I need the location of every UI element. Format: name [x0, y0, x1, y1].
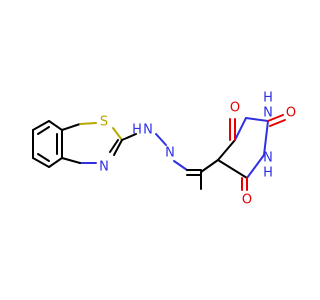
bond	[79, 122, 97, 125]
bond	[200, 159, 219, 173]
bond	[121, 133, 137, 141]
molecule-canvas: S N H N N O O O H N N H	[32, 90, 297, 208]
bond	[32, 120, 50, 131]
pyrimidinetrione-ring	[200, 117, 269, 179]
bond	[61, 157, 81, 164]
atom-n-top: N	[263, 106, 273, 121]
bond	[217, 139, 236, 161]
bond	[109, 139, 119, 153]
atom-o-top: O	[230, 101, 240, 116]
bond	[234, 117, 247, 141]
carbonyl-right-bond	[269, 119, 286, 127]
bond	[155, 133, 167, 146]
atom-o-right: O	[286, 106, 296, 121]
bond	[48, 120, 63, 131]
atom-h-hydrazone: H	[132, 123, 142, 138]
thiazole-ring	[61, 122, 123, 164]
molecule-structure: S N H N N O O O H N N H	[32, 91, 296, 208]
atom-n-imine: N	[165, 146, 175, 161]
benzene-ring	[32, 120, 63, 168]
bond	[263, 120, 269, 156]
bond	[113, 139, 123, 156]
atom-n-hydrazone: N	[143, 123, 153, 138]
bond	[37, 153, 50, 162]
atom-n-bottom: N	[263, 151, 273, 166]
atom-h-top: H	[263, 91, 273, 106]
carbonyl-right-bond	[267, 114, 284, 122]
atom-n-thiazole: N	[99, 160, 109, 175]
bond	[48, 157, 63, 168]
bond	[61, 123, 81, 131]
bond	[112, 127, 123, 141]
bond	[217, 159, 248, 179]
hydrazone-linker	[121, 133, 202, 176]
bond	[37, 126, 50, 135]
atom-h-bottom: H	[263, 166, 273, 181]
bond	[246, 154, 265, 179]
bond	[245, 117, 269, 122]
bond	[173, 160, 188, 171]
bond	[32, 157, 50, 168]
atom-s: S	[100, 115, 108, 130]
atom-o-bottom: O	[242, 193, 252, 208]
